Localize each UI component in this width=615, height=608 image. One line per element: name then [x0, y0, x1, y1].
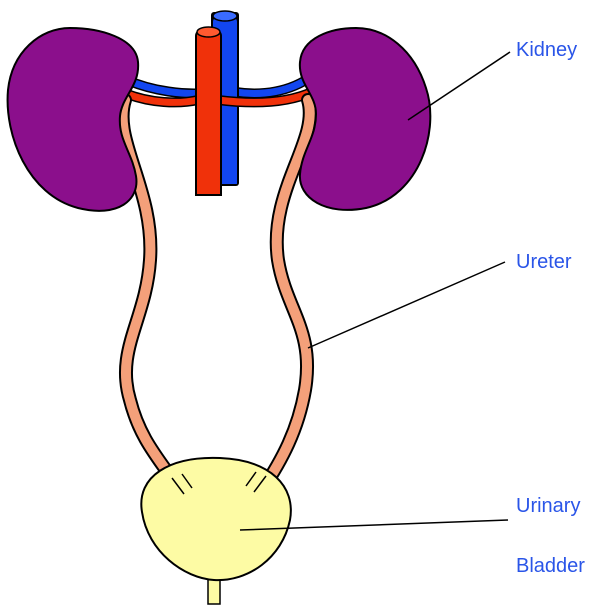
urinary-bladder [141, 458, 291, 580]
ureter-label: Ureter [516, 251, 572, 273]
aorta [197, 29, 220, 194]
bladder-label-line1: Urinary [516, 495, 580, 517]
urethra [208, 578, 220, 604]
kidney-label: Kidney [516, 39, 577, 61]
vena-cava-top [213, 11, 237, 21]
bladder-label-line2: Bladder [516, 555, 585, 577]
ureter-leader-line [308, 262, 505, 348]
aorta-top [197, 27, 220, 37]
kidney-left [8, 28, 139, 211]
